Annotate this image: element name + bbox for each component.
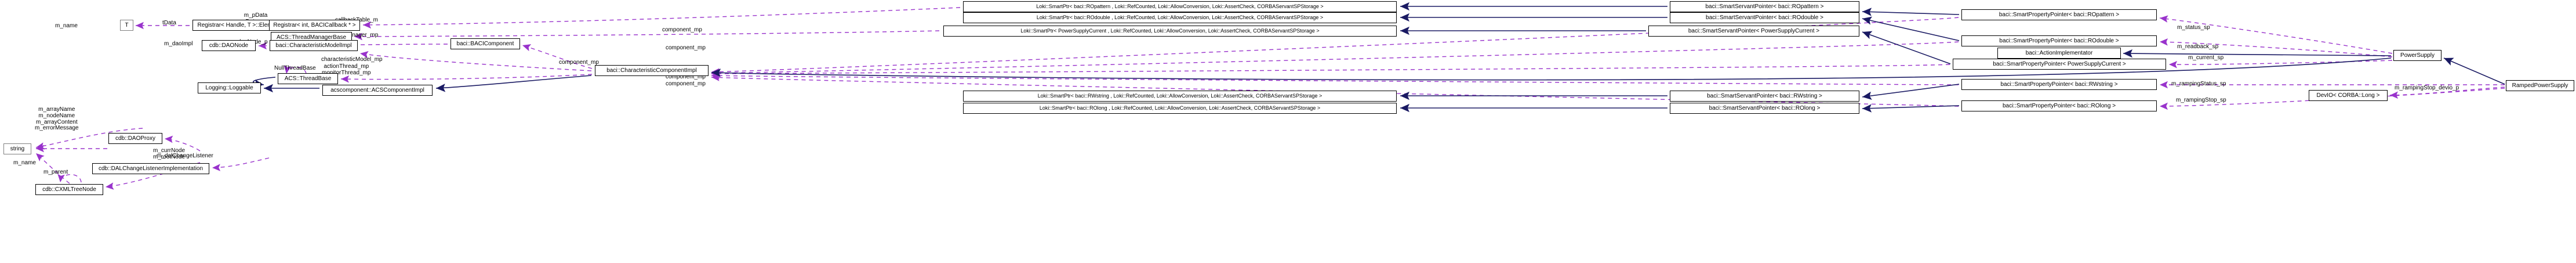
edge-label-m-name-top: m_name [55, 23, 78, 29]
edge-ramped-powersupply [2443, 57, 2505, 85]
node-loki-smartptr-ropattern[interactable]: Loki::SmartPtr< baci::ROpattern , Loki::… [963, 1, 1397, 12]
node-logging-loggable[interactable]: Logging::Loggable [198, 82, 261, 93]
edge-spp-ropattern-charcomp [711, 17, 1959, 75]
node-smartservantpointer-rwstring[interactable]: baci::SmartServantPointer< baci::RWstrin… [1670, 91, 1859, 102]
edge-label-component-mp-5: component_mp [666, 81, 706, 87]
node-registrar-int-bacicallback[interactable]: Registrar< int, BACICallback * > [269, 20, 360, 31]
node-string[interactable]: string [3, 143, 31, 154]
edge-label-component-mp-1: component_mp [559, 59, 599, 66]
edge-label-component-mp-3: component_mp [666, 45, 706, 51]
edge-label-daoproxy-members: m_arrayName m_nodeName m_arrayContent m_… [35, 106, 79, 132]
edge-label-m-name-left: m_name [13, 160, 36, 166]
node-baci-characteristiccomponentimpl[interactable]: baci::CharacteristicComponentImpl [595, 65, 709, 76]
usage-edges [35, 7, 2505, 190]
edge-label-tdata: tData [162, 20, 176, 26]
edge-label-component-mp-4: component_mp [666, 74, 706, 80]
edge-powersupply-charcomp [711, 57, 2392, 81]
node-smartservantpointer-rodouble[interactable]: baci::SmartServantPointer< baci::ROdoubl… [1670, 12, 1859, 23]
node-loki-smartptr-powersupplycurrent[interactable]: Loki::SmartPtr< PowerSupplyCurrent , Lok… [943, 26, 1397, 37]
node-cdb-cxmltreenode[interactable]: cdb::CXMLTreeNode [35, 184, 103, 195]
edge-daonode-cxmltreenode [105, 162, 201, 190]
node-baci-bacicomponent[interactable]: baci::BACIComponent [450, 38, 520, 49]
edge-label-action-monitor-thread: actionThread_mp monitorThread_mp [322, 63, 371, 76]
node-baci-actionimplementator[interactable]: baci::ActionImplementator [1997, 48, 2121, 59]
edge-label-m-status-sp: m_status_sp [2177, 24, 2210, 31]
edge-charcomp-threadbase [340, 74, 593, 83]
edge-label-threadmanager-mp: threadManager_mp [328, 32, 379, 38]
node-registrar-handle-t-element[interactable]: Registrar< Handle, T >::Element [192, 20, 285, 31]
node-smartpropertypointer-powersupplycurrent[interactable]: baci::SmartPropertyPointer< PowerSupplyC… [1953, 59, 2166, 70]
edge-bacicomponent-registrarint [362, 7, 961, 29]
node-cdb-daoproxy[interactable]: cdb::DAOProxy [108, 133, 162, 144]
edge-label-m-readback-sp: m_readback_sp [2177, 44, 2219, 50]
edge-bacicomponent-threadmanager [354, 30, 940, 41]
edge-label-characteristicmodel-mp: characteristicModel_mp [321, 56, 383, 63]
edge-powersupply-status [2159, 15, 2393, 54]
node-devio-corba-long[interactable]: DevIO< CORBA::Long > [2309, 90, 2388, 101]
node-smartservantpointer-rolong[interactable]: baci::SmartServantPointer< baci::ROlong … [1670, 103, 1859, 114]
node-smartservantpointer-ropattern[interactable]: baci::SmartServantPointer< baci::ROpatte… [1670, 1, 1859, 12]
edge-label-nullthreadbase: NullThreadBase [274, 65, 316, 71]
edge-label-m-rampingstatus-sp: m_rampingStatus_sp [2171, 81, 2226, 87]
node-cdb-daonode[interactable]: cdb::DAONode [202, 40, 256, 51]
node-cdb-dalchangelistenerimplementation[interactable]: cdb::DALChangeListenerImplementation [92, 163, 209, 174]
node-acs-threadbase[interactable]: ACS::ThreadBase [278, 73, 338, 84]
edge-powersupply-current [2168, 60, 2393, 69]
node-rampedpowersupply[interactable]: RampedPowerSupply [2506, 80, 2574, 91]
edge-spp-rwstring-charcomp [711, 72, 1959, 85]
node-loki-smartptr-rodouble[interactable]: Loki::SmartPtr< baci::ROdouble , Loki::R… [963, 12, 1397, 23]
inheritance-edges [253, 2, 2505, 113]
edge-threadbase-self [284, 65, 307, 74]
edge-label-m-currnode-rootnode: m_currNode m_rootNode [153, 147, 186, 160]
node-template-T[interactable]: T [120, 20, 133, 31]
edge-cxmltreenode-string [35, 153, 70, 184]
node-loki-smartptr-rwstring[interactable]: Loki::SmartPtr< baci::RWstring , Loki::R… [963, 91, 1397, 102]
edge-label-component-mp-2: component_mp [662, 27, 702, 33]
node-smartpropertypointer-rwstring[interactable]: baci::SmartPropertyPointer< baci::RWstri… [1961, 79, 2157, 90]
edge-label-m-parent: m_parent [43, 169, 68, 175]
edge-daonode-dalchangelistener [212, 157, 270, 171]
node-smartservantpointer-powersupplycurrent[interactable]: baci::SmartServantPointer< PowerSupplyCu… [1648, 26, 1859, 37]
edge-label-m-current-sp: m_current_sp [2188, 55, 2224, 61]
edge-bacicomponent-daonode [258, 42, 448, 50]
edge-label-m-rampingstop-sp: m_rampingStop_sp [2176, 97, 2226, 103]
edge-powersupply-readback [2159, 38, 2393, 57]
edge-spp-psc-charcomp [711, 64, 1950, 78]
edge-spp-rolong-ssp [1862, 104, 1960, 113]
edge-spp-psc-ssp [1862, 31, 1951, 64]
node-powersupply[interactable]: PowerSupply [2393, 50, 2441, 61]
edge-label-m-daoimpl: m_daoImpl [164, 41, 193, 47]
node-acscomponent-acscomponentimpl[interactable]: acscomponent::ACSComponentImpl [322, 85, 433, 96]
edge-label-m-rampingstop-devio-p: m_rampingStop_devio_p [2395, 85, 2459, 91]
edge-spp-rwstring-ssp [1862, 84, 1960, 100]
node-smartpropertypointer-ropattern[interactable]: baci::SmartPropertyPointer< baci::ROpatt… [1961, 9, 2157, 20]
node-baci-characteristicmodelimpl[interactable]: baci::CharacteristicModelImpl [270, 40, 358, 51]
edge-charcomp-charmodel [359, 51, 592, 71]
edge-spp-ropattern-ssp [1862, 8, 1960, 16]
node-smartpropertypointer-rolong[interactable]: baci::SmartPropertyPointer< baci::ROlong… [1961, 100, 2157, 111]
edge-label-m-dalchangelistener: m_dalChangeListener [157, 153, 213, 159]
edge-powersupply-actionimplementator [2123, 49, 2392, 58]
edge-spp-rodouble-charcomp [711, 41, 1959, 77]
edge-cxmltreenode-self [57, 174, 82, 183]
node-smartpropertypointer-rodouble[interactable]: baci::SmartPropertyPointer< baci::ROdoub… [1961, 35, 2157, 46]
edge-spp-rodouble-ssp [1862, 16, 1960, 41]
edge-daonode-daoproxy [164, 135, 201, 152]
node-loki-smartptr-rolong[interactable]: Loki::SmartPtr< baci::ROlong , Loki::Ref… [963, 103, 1397, 114]
edge-charcomp-acscomponentimpl [435, 75, 592, 92]
